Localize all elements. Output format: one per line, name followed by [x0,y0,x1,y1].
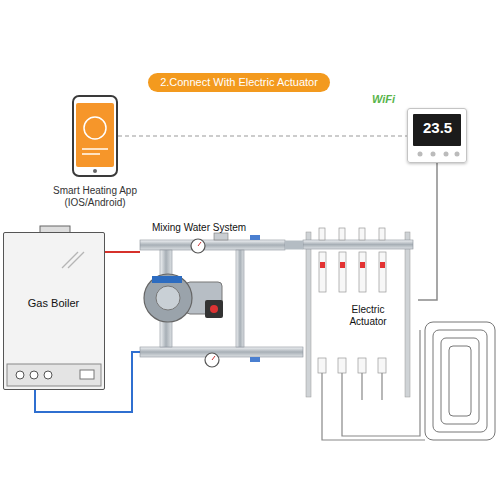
thermostat-box: WiFi23.5 [407,108,467,163]
header-pipe [285,241,303,250]
thermostat-illustration [407,108,467,163]
boiler-box: Gas Boiler [3,232,105,390]
boiler-label: Gas Boiler [4,297,103,310]
supply-pipe [105,251,140,253]
title-pill: 2.Connect With Electric Actuator [148,73,330,92]
wireless-link [118,135,407,136]
unit-label: Mixing Water System [152,222,277,234]
mixing-unit-illustration [140,233,303,367]
wifi-badge: WiFi [372,93,406,106]
temperature-readout: 23.5 [423,119,465,137]
return-pipe [35,352,140,412]
phone-illustration [73,96,117,176]
manifold-illustration [303,228,425,440]
phone-device: Smart Heating App (IOS/Android) [72,95,118,177]
boiler-illustration [3,226,105,390]
manifold-unit: Electric Actuator [303,228,418,398]
actuator-label: Electric Actuator [339,304,397,328]
control-wire [418,163,437,300]
device-caption: Smart Heating App (IOS/Android) [40,185,150,209]
mixing-unit: Mixing Water System [140,222,285,370]
floor-coil [425,322,495,440]
